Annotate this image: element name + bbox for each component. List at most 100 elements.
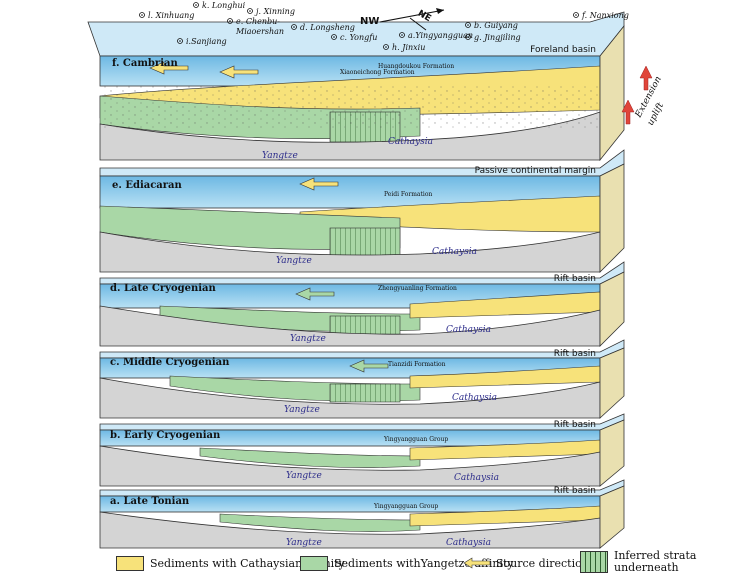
location-label: j. Xinning xyxy=(254,7,295,16)
location-marker-dot xyxy=(249,10,251,12)
basement xyxy=(99,511,601,549)
panel-title-a: a. Late Tonian xyxy=(110,496,190,507)
yangtze-label: Yangtze xyxy=(276,256,312,266)
legend-source-label: Source direction xyxy=(496,556,589,570)
location-label: k. Longhui xyxy=(202,1,246,10)
legend-inferred-swatch xyxy=(580,551,608,573)
location-marker-dot xyxy=(333,36,335,38)
cathaysia-label: Cathaysia xyxy=(446,538,491,548)
panel-side-face xyxy=(599,485,625,549)
location-label: d. Longsheng xyxy=(300,23,355,32)
legend-cathaysian-swatch xyxy=(116,556,144,571)
source-arrow xyxy=(295,287,335,301)
formation-label-c: Tianzidi Formation xyxy=(388,361,446,368)
legend-inferred-label2: underneath xyxy=(614,561,679,574)
location-marker-dot xyxy=(293,26,295,28)
location-marker-icon xyxy=(139,12,145,18)
location-marker-dot xyxy=(141,14,143,16)
panel-title-c: c. Middle Cryogenian xyxy=(110,357,230,368)
panel-ediacaran xyxy=(99,149,625,273)
panel-title-d: d. Late Cryogenian xyxy=(110,283,217,294)
location-marker-dot xyxy=(467,36,469,38)
location-marker-icon xyxy=(331,34,337,40)
location-label: f. Nanxiong xyxy=(581,11,629,20)
basin-label-c: Rift basin xyxy=(554,349,596,359)
location-marker-icon xyxy=(247,8,253,14)
location-marker-dot xyxy=(467,24,469,26)
source-arrow xyxy=(349,359,389,373)
location-marker-icon xyxy=(465,34,471,40)
panel-late-cryogenian xyxy=(99,261,625,347)
location-marker-icon xyxy=(573,12,579,18)
legend-yangtze-swatch xyxy=(300,556,328,571)
formation-label-e: Peidi Formation xyxy=(384,191,432,198)
green-sediment xyxy=(219,513,421,532)
location-marker-dot xyxy=(401,34,403,36)
basin-label-d: Rift basin xyxy=(554,274,596,284)
formation-label-d: Zhengyuanling Formation xyxy=(378,285,457,292)
source-arrow xyxy=(299,177,339,191)
basin-label-f: Foreland basin xyxy=(530,45,596,55)
location-label: h. Jinxiu xyxy=(392,43,425,52)
location-label: i.Sanjiang xyxy=(186,37,227,46)
source-direction-icon xyxy=(463,557,491,569)
inferred-strata xyxy=(329,227,401,257)
panel-side-face xyxy=(599,419,625,487)
uplift-arrows xyxy=(621,65,653,125)
cathaysia-label: Cathaysia xyxy=(452,393,497,403)
legend-source: Source direction xyxy=(462,556,589,570)
yangtze-label: Yangtze xyxy=(284,405,320,415)
yangtze-label: Yangtze xyxy=(290,334,326,344)
basement xyxy=(99,377,601,419)
location-marker-dot xyxy=(575,14,577,16)
basement xyxy=(99,305,601,347)
basin-label-a: Rift basin xyxy=(554,486,596,496)
legend-inferred: Inferred strata underneath xyxy=(580,550,696,574)
location-marker-icon xyxy=(227,18,233,24)
basin-label-e: Passive continental margin xyxy=(475,166,596,176)
panel-title-f: f. Cambrian xyxy=(112,58,178,69)
cathaysia-label: Cathaysia xyxy=(388,137,433,147)
compass-nw-label: NW xyxy=(360,16,379,27)
legend-cathaysian-label: Sediments with Cathaysian affinity xyxy=(150,557,345,570)
formation-label-a: Yingyangguan Group xyxy=(373,503,438,510)
panel-side-face xyxy=(599,24,625,162)
legend-inferred-label: Inferred strata xyxy=(614,549,697,562)
location-marker-dot xyxy=(229,20,231,22)
location-marker-icon xyxy=(383,44,389,50)
green-sediment xyxy=(199,447,421,468)
cathaysia-label: Cathaysia xyxy=(446,325,491,335)
panel-title-b: b. Early Cryogenian xyxy=(110,430,221,441)
formation-label-f: Huangdoukou Formation xyxy=(378,63,454,70)
panel-early-cryogenian xyxy=(99,413,625,487)
basement xyxy=(99,231,601,273)
yangtze-label: Yangtze xyxy=(286,538,322,548)
yangtze-label: Yangtze xyxy=(286,471,322,481)
location-label: b. Guiyang xyxy=(474,21,518,30)
basement xyxy=(99,445,601,487)
location-marker-dot xyxy=(179,40,181,42)
formation-label-f2: Xiaoneichong Formation xyxy=(340,69,415,76)
basin-label-b: Rift basin xyxy=(554,420,596,430)
panel-side-face xyxy=(599,271,625,347)
yangtze-label: Yangtze xyxy=(262,151,298,161)
location-marker-dot xyxy=(385,46,387,48)
location-marker-icon xyxy=(465,22,471,28)
location-label: g. Jingjiling xyxy=(474,33,521,42)
cathaysia-label: Cathaysia xyxy=(454,473,499,483)
location-label: e. Chenbu- xyxy=(236,17,280,26)
panel-cambrian xyxy=(87,11,625,162)
source-arrow xyxy=(149,61,189,75)
panel-late-tonian xyxy=(99,479,625,549)
panel-title-e: e. Ediacaran xyxy=(112,180,183,191)
location-label: a.Yingyangguan xyxy=(408,31,473,40)
formation-label-b: Yingyangguan Group xyxy=(383,436,448,443)
legend-cathaysian: Sediments with Cathaysian affinity xyxy=(116,556,345,571)
location-marker-icon xyxy=(291,24,297,30)
panel-side-face xyxy=(599,163,625,273)
location-label: Miaoershan xyxy=(235,27,284,36)
location-label: l. Xinhuang xyxy=(148,11,194,20)
source-arrow xyxy=(219,65,259,79)
